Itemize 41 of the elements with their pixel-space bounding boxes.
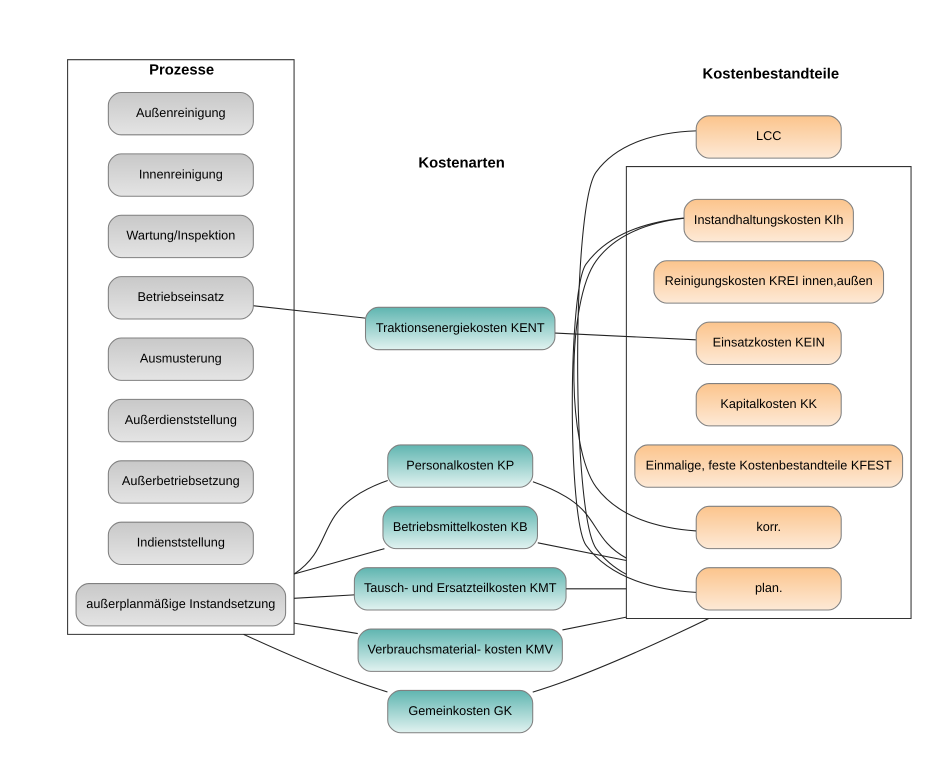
connector: [555, 332, 696, 340]
node-box: Einsatzkosten KEIN: [696, 322, 842, 366]
connector: [538, 542, 626, 562]
node-box: Traktionsenergiekosten KENT: [364, 306, 556, 350]
node-box: Außerbetriebsetzung: [108, 460, 254, 504]
node-box: Verbrauchsmaterial- kosten KMV: [358, 628, 563, 672]
node-box: korr.: [696, 506, 842, 550]
node-box: LCC: [696, 115, 842, 159]
node-box: außerplanmäßige Instandsetzung: [76, 583, 286, 626]
node-box: Gemeinkosten GK: [387, 690, 534, 734]
node-box: plan.: [696, 567, 842, 611]
node-box: Innenreinigung: [108, 153, 254, 197]
connector: [294, 480, 388, 574]
label: Kostenarten: [418, 155, 505, 172]
connector: [243, 634, 388, 692]
node-box: Tausch- und Ersatzteilkosten KMT: [354, 567, 567, 611]
node-box: Wartung/Inspektion: [108, 214, 254, 258]
connector: [566, 588, 626, 590]
node-box: Betriebseinsatz: [108, 276, 254, 320]
connector: [254, 305, 366, 319]
node-box: Außenreinigung: [108, 92, 254, 136]
connector: [532, 618, 709, 693]
node-box: Instandhaltungskosten KIh: [684, 198, 854, 242]
node-box: Betriebsmittelkosten KB: [382, 506, 538, 550]
node-box: Indienststellung: [108, 522, 254, 566]
node-box: Kapitalkosten KK: [696, 383, 842, 426]
connector: [294, 622, 358, 634]
connector: [577, 130, 696, 575]
cluster: [626, 166, 912, 619]
connector: [294, 594, 354, 599]
connector: [532, 481, 627, 559]
node-box: Reinigungskosten KREI innen,außen: [653, 260, 884, 304]
node-box: Außerdienststellung: [108, 398, 254, 442]
connector: [572, 218, 696, 593]
connector: [573, 218, 696, 532]
node-box: Einmalige, feste Kostenbestandteile KFEST: [634, 444, 904, 488]
node-box: Personalkosten KP: [387, 444, 534, 488]
node-box: Ausmusterung: [108, 338, 254, 381]
label: Kostenbestandteile: [702, 66, 840, 82]
connector: [294, 548, 385, 575]
connector: [562, 616, 626, 630]
